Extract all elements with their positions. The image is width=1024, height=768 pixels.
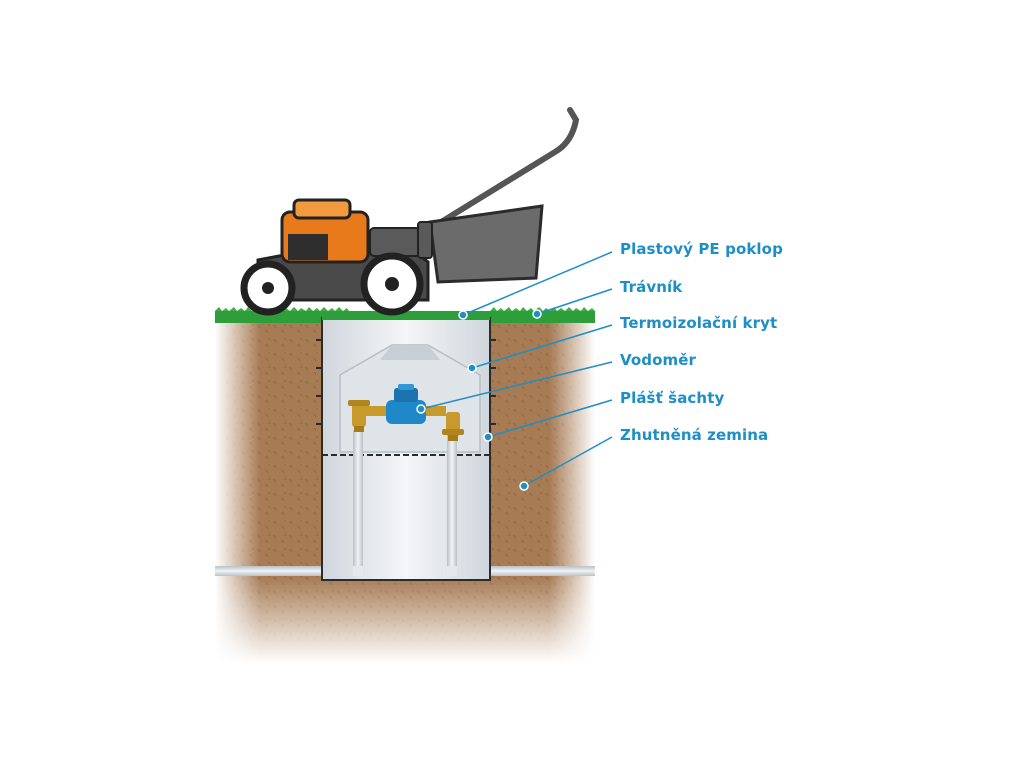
water-meter-icon bbox=[348, 384, 464, 441]
pe-cover-lid bbox=[322, 311, 490, 320]
label-shaft-shell: Plášť šachty bbox=[620, 389, 725, 407]
lawn-mower-icon bbox=[240, 107, 580, 316]
label-thermal-cover: Termoizolační kryt bbox=[620, 314, 778, 332]
riser-pipes bbox=[353, 430, 457, 576]
label-lawn: Trávník bbox=[620, 278, 683, 296]
supply-pipes bbox=[215, 566, 595, 576]
label-plastic-pe-cover: Plastový PE poklop bbox=[620, 240, 783, 258]
label-water-meter: Vodoměr bbox=[620, 351, 697, 369]
leader-lines bbox=[416, 251, 613, 491]
label-compacted-soil: Zhutněná zemina bbox=[620, 426, 769, 444]
